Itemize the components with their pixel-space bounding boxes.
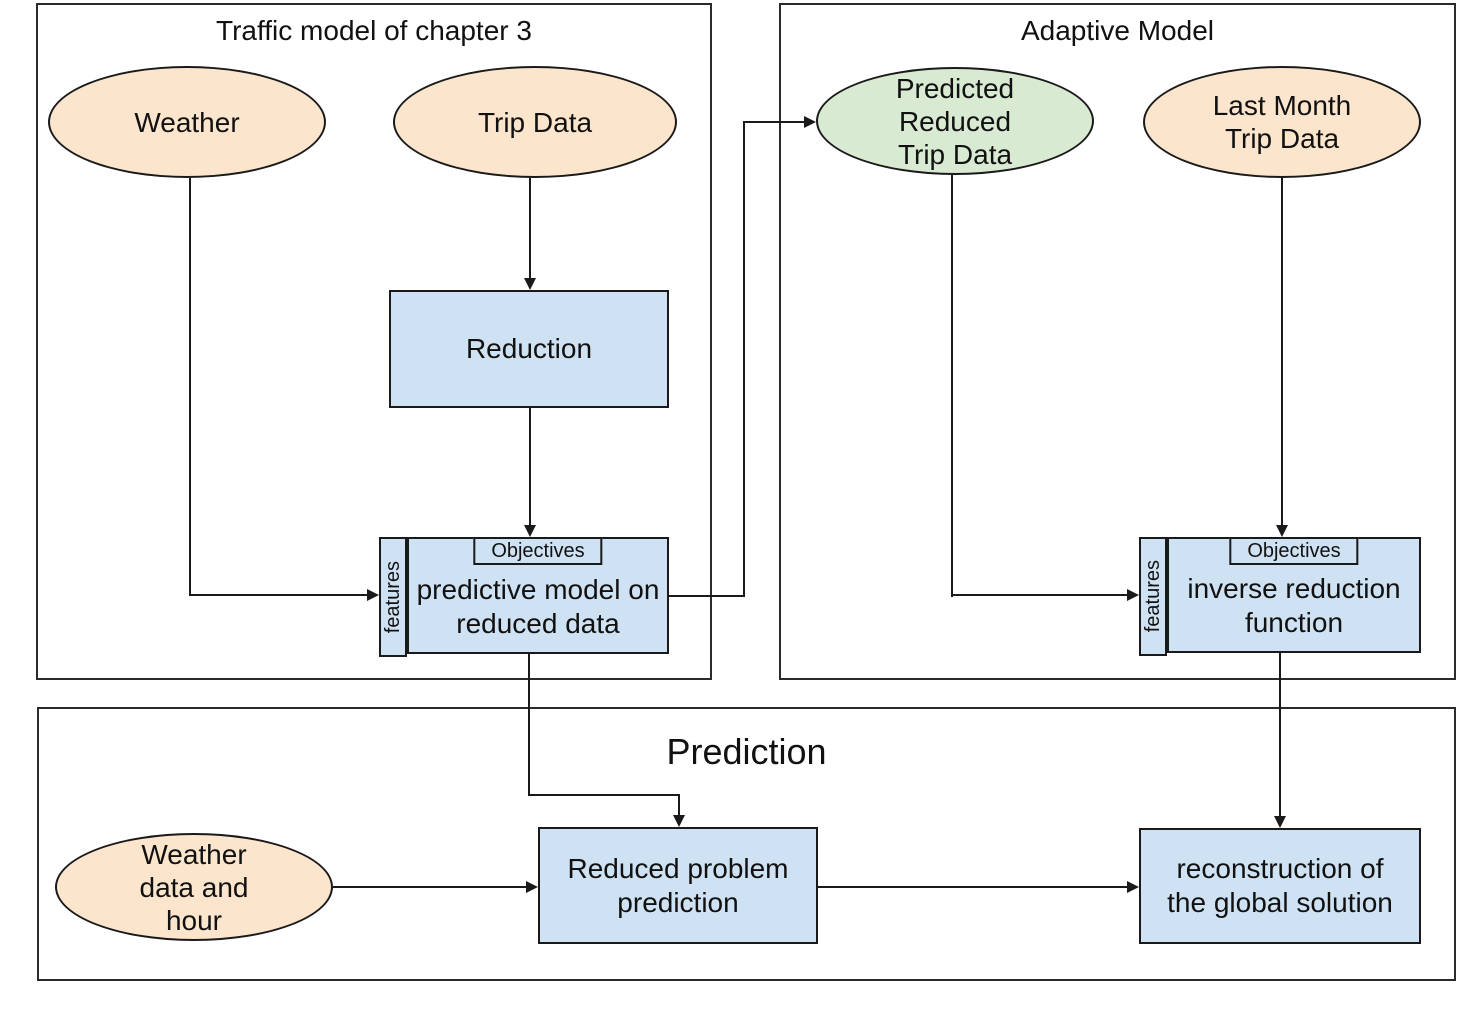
arrowhead-icon <box>526 881 538 893</box>
arrowhead-icon <box>524 525 536 537</box>
arrowhead-icon <box>367 589 379 601</box>
trip-data-node: Trip Data <box>393 66 677 178</box>
arrowhead-icon <box>1127 589 1139 601</box>
adaptive-model-section <box>779 3 1456 680</box>
prediction-section <box>37 707 1456 981</box>
arrowhead-icon <box>524 278 536 290</box>
arrowhead-icon <box>1274 816 1286 828</box>
reconstruction-node: reconstruction of the global solution <box>1139 828 1421 944</box>
predictive-model-objectives-box: Objectives <box>473 537 603 565</box>
arrowhead-icon <box>673 815 685 827</box>
reduction-node: Reduction <box>389 290 669 408</box>
inverse-reduction-features-strip: features <box>1139 537 1167 656</box>
arrowhead-icon <box>1276 525 1288 537</box>
reconstruction-label: reconstruction of the global solution <box>1167 853 1393 918</box>
traffic-model-section <box>36 3 712 680</box>
reduced-problem-prediction-node: Reduced problem prediction <box>538 827 818 944</box>
weather-node: Weather <box>48 66 326 178</box>
predictive-model-features-label: features <box>381 560 404 634</box>
inverse-reduction-objectives-box: Objectives <box>1229 537 1359 565</box>
predictive-model-features-strip: features <box>379 537 407 657</box>
predicted-reduced-trip-data-label: Predicted Reduced Trip Data <box>895 72 1015 170</box>
reduction-label: Reduction <box>465 333 593 364</box>
last-month-trip-data-label: Last Month Trip Data <box>1212 90 1352 154</box>
inverse-reduction-body: Objectives inverse reduction function <box>1167 537 1421 653</box>
inverse-reduction-features-label: features <box>1141 560 1164 633</box>
traffic-model-title: Traffic model of chapter 3 <box>216 15 532 46</box>
last-month-trip-data-node: Last Month Trip Data <box>1143 66 1421 178</box>
weather-data-hour-label: Weather data and hour <box>139 838 249 936</box>
predictive-model-node: features Objectives predictive model on … <box>379 537 669 657</box>
predictive-model-body: Objectives predictive model on reduced d… <box>407 537 669 654</box>
predicted-reduced-trip-data-node: Predicted Reduced Trip Data <box>816 67 1094 175</box>
inverse-reduction-label: inverse reduction function <box>1187 573 1401 638</box>
prediction-title: Prediction <box>666 731 827 772</box>
trip-data-label: Trip Data <box>477 106 593 138</box>
adaptive-model-title: Adaptive Model <box>1020 15 1214 46</box>
weather-label: Weather <box>134 106 240 138</box>
predictive-model-label: predictive model on reduced data <box>416 573 660 639</box>
inverse-reduction-node: features Objectives inverse reduction fu… <box>1139 537 1421 656</box>
arrowhead-icon <box>1127 881 1139 893</box>
weather-data-hour-node: Weather data and hour <box>55 833 333 941</box>
arrowhead-icon <box>804 116 816 128</box>
reduced-problem-prediction-label: Reduced problem prediction <box>567 852 789 918</box>
